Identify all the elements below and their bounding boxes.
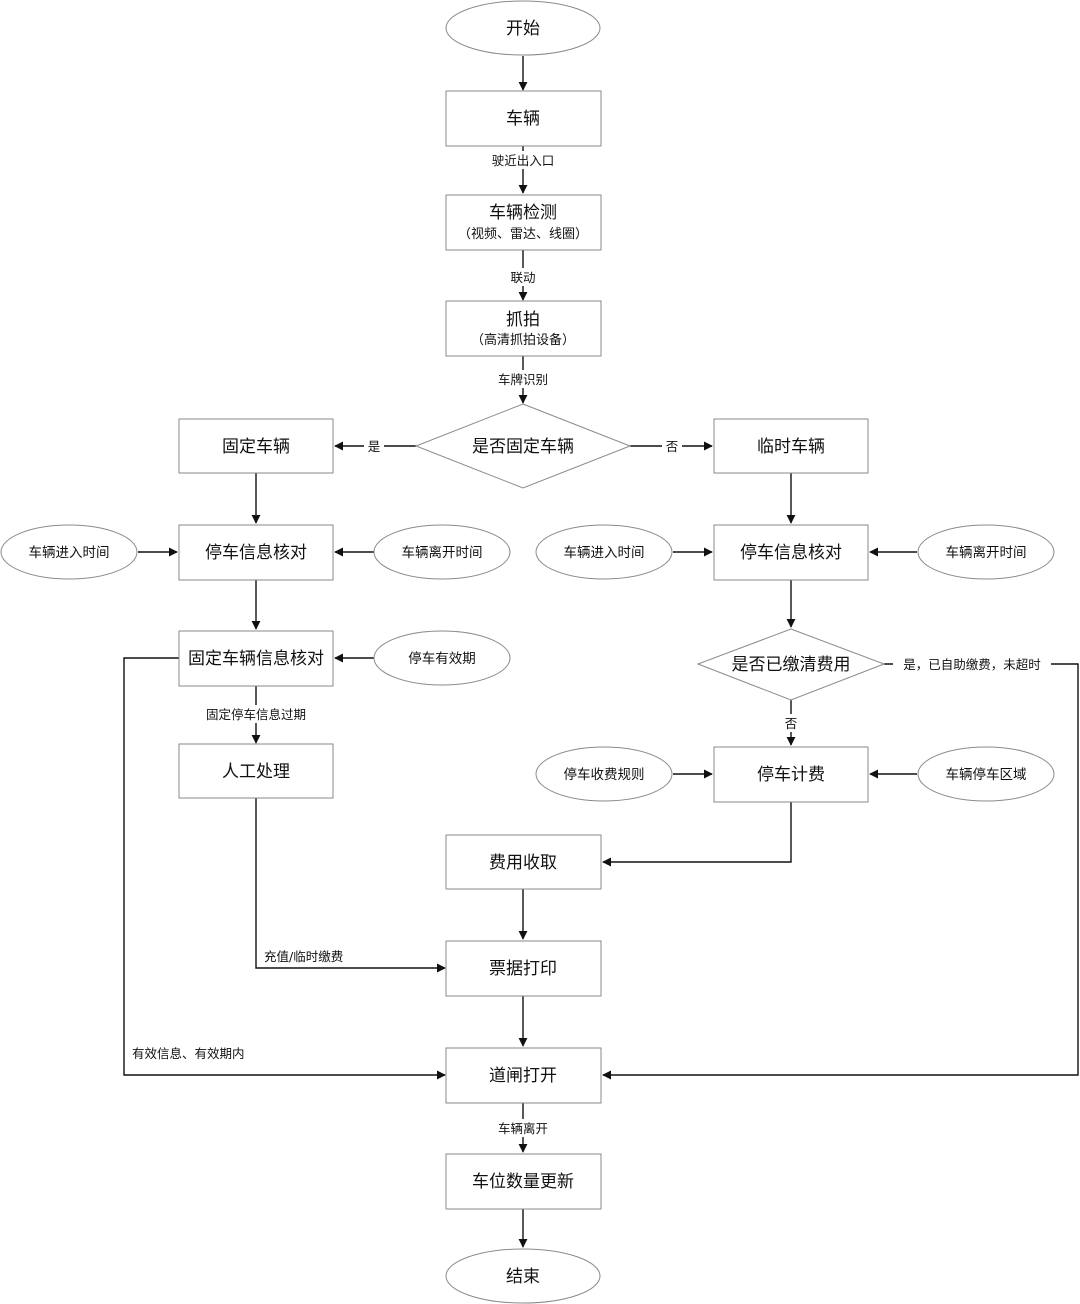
space-update-label: 车位数量更新 [472,1172,574,1192]
ticket-print-label: 票据打印 [489,959,557,979]
is-paid-label: 是否已缴清费用 [732,655,851,675]
fixed-vehicle-label: 固定车辆 [222,437,290,457]
fixed-info-check-box [178,630,334,687]
fixed-vehicle-box [178,418,334,474]
is-fixed-label: 是否固定车辆 [472,437,574,457]
in-time-right-label: 车辆进入时间 [564,544,645,561]
edge-billing-fee [602,802,792,867]
billing-box [713,746,869,803]
gate-open-label: 道闸打开 [489,1066,557,1086]
temp-vehicle-label: 临时车辆 [757,437,825,457]
manual-label: 人工处理 [222,762,290,782]
label-linkage: 联动 [510,270,535,285]
in-time-right-ellipse [535,524,673,580]
vehicle-detect-title: 车辆检测 [489,203,557,223]
label-no: 否 [666,439,679,454]
label-yes: 是 [368,439,381,454]
in-time-left-label: 车辆进入时间 [29,544,110,561]
vehicle-detect-sub: （视频、雷达、线圈） [458,227,588,242]
label-plate-recognition: 车牌识别 [498,372,548,387]
capture-box [445,300,602,357]
label-fixed-expired: 固定停车信息过期 [206,707,306,722]
edges [123,56,1079,1248]
nodes: 开始 车辆 车辆检测 （视频、雷达、线圈） 抓拍 （高清抓拍设备） 是否固定车辆… [0,0,1055,1304]
temp-vehicle-box [713,418,869,474]
parking-area-ellipse [917,746,1055,802]
fee-rules-label: 停车收费规则 [564,766,645,783]
start-label: 开始 [506,19,540,39]
fee-rules-ellipse [535,746,673,802]
fee-collect-label: 费用收取 [489,853,557,873]
edge-paid-gate [602,663,1079,1080]
label-vehicle-leave: 车辆离开 [498,1121,548,1136]
out-time-left-label: 车辆离开时间 [402,544,483,561]
vehicle-box [445,90,602,147]
ticket-print-box [445,940,602,997]
check-left-box [178,524,334,581]
space-update-box [445,1153,602,1210]
capture-sub: （高清抓拍设备） [471,332,575,348]
end-terminal [445,1248,601,1304]
label-valid-info: 有效信息、有效期内 [132,1046,245,1061]
out-time-left-ellipse [373,524,511,580]
edge-manual-ticket [255,798,446,973]
check-left-label: 停车信息核对 [205,543,307,563]
billing-label: 停车计费 [757,765,825,785]
start-terminal [445,0,601,56]
valid-period-ellipse [373,630,511,686]
manual-box [178,743,334,799]
capture-title: 抓拍 [506,310,540,330]
gate-open-box [445,1047,602,1104]
is-paid-decision [696,628,886,701]
edge-labels: 驶近出入口 联动 车牌识别 是 否 固定停车信息过期 是，已自助缴费，未超时 否… [132,151,1051,1137]
is-fixed-decision [414,403,632,489]
vehicle-detect-box [445,194,602,251]
valid-period-label: 停车有效期 [408,650,476,667]
check-right-label: 停车信息核对 [740,543,842,563]
end-label: 结束 [506,1267,540,1287]
in-time-left-ellipse [0,524,138,580]
fixed-info-check-label: 固定车辆信息核对 [188,649,324,669]
parking-area-label: 车辆停车区域 [946,766,1027,783]
label-not-paid: 否 [785,716,798,731]
vehicle-label: 车辆 [506,109,540,129]
check-right-box [713,524,869,581]
label-recharge: 充值/临时缴费 [264,949,343,964]
label-approach: 驶近出入口 [492,153,555,168]
out-time-right-label: 车辆离开时间 [946,544,1027,561]
edge-fixedinfo-gate [123,657,446,1080]
label-paid-not-overtime: 是，已自助缴费，未超时 [903,657,1041,672]
fee-collect-box [445,834,602,890]
out-time-right-ellipse [917,524,1055,580]
